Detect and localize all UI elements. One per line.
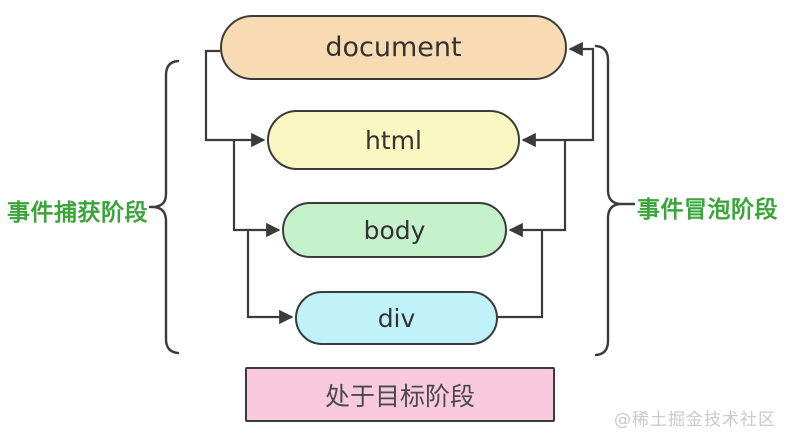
node-document: document <box>220 15 567 80</box>
target-phase-box: 处于目标阶段 <box>245 367 555 422</box>
bubble-brace-icon <box>594 44 636 357</box>
capture-phase-label: 事件捕获阶段 <box>7 200 148 226</box>
watermark: @稀土掘金技术社区 <box>614 410 776 430</box>
node-html: html <box>267 110 520 170</box>
bubble-connector-div-body <box>498 231 544 319</box>
node-body: body <box>282 202 507 258</box>
bubble-phase-label: 事件冒泡阶段 <box>637 197 778 223</box>
bubble-connector-body-arrow <box>508 139 567 238</box>
capture-connector-html-body <box>232 140 281 238</box>
capture-connector-body-div <box>246 230 294 325</box>
node-div: div <box>295 291 498 345</box>
capture-brace-icon <box>148 59 180 355</box>
bubble-connector-document-arrow <box>568 41 595 141</box>
